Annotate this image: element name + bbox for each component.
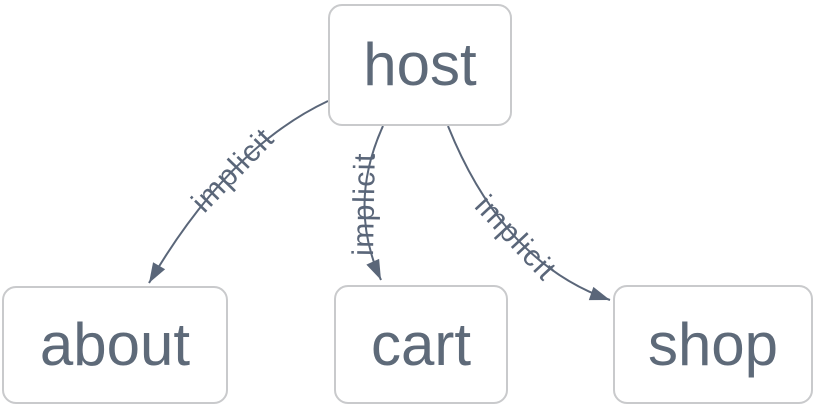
node-label-about: about	[39, 311, 191, 378]
edge-host-about: implicit	[148, 100, 329, 284]
edge-label-host-cart: implicit	[347, 152, 382, 256]
edge-line-host-cart[interactable]	[363, 125, 384, 281]
node-cart[interactable]: cart	[334, 285, 508, 404]
edge-line-host-shop[interactable]	[447, 125, 611, 301]
node-shop[interactable]: shop	[613, 285, 813, 404]
node-label-shop: shop	[647, 310, 779, 378]
node-label-host: host	[363, 31, 477, 98]
node-host[interactable]: host	[328, 4, 512, 126]
node-label-cart: cart	[370, 310, 472, 378]
edge-label-host-shop: implicit	[468, 189, 563, 287]
edge-label-host-about: implicit	[185, 122, 281, 219]
edge-host-cart: implicit	[347, 125, 384, 281]
edge-host-shop: implicit	[447, 125, 611, 301]
node-about[interactable]: about	[2, 286, 228, 404]
edge-line-host-about[interactable]	[148, 100, 329, 284]
